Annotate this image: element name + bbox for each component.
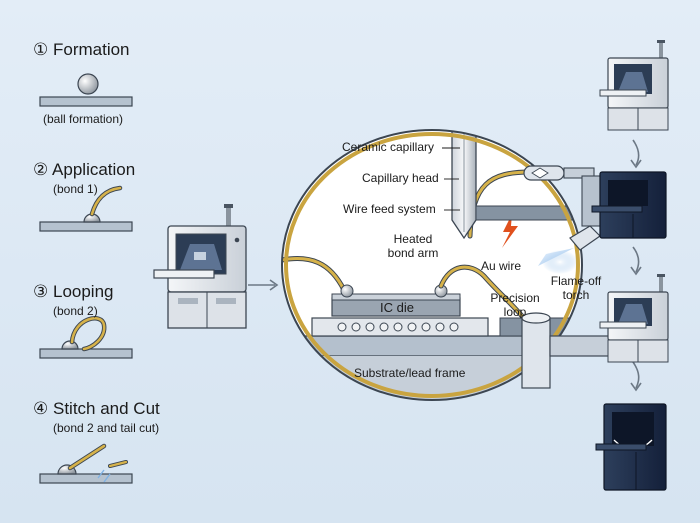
step4-title-text: Stitch and Cut: [52, 399, 160, 418]
callout-precision-loop-line2: loop: [503, 305, 527, 319]
flame-off-torch: [538, 225, 601, 274]
flow-arrows: [248, 139, 642, 392]
callout-capillary-head: Capillary head: [362, 171, 439, 185]
step4-title: ④ Stitch and Cut: [33, 399, 160, 419]
callout-flame-off-torch-line2: torch: [562, 288, 590, 302]
step3-number: ③: [33, 282, 49, 301]
callout-heated-bond-arm-line2: bond arm: [387, 246, 439, 260]
machine-state-1: [599, 40, 669, 131]
step1-number: ①: [33, 40, 49, 59]
callout-ceramic-capillary: Ceramic capillary: [342, 140, 435, 154]
callout-precision-loop-line1: Precision: [490, 291, 540, 305]
callout-flame-off-torch: Flame-off torch: [546, 274, 606, 302]
callout-flame-off-torch-line1: Flame-off: [550, 274, 602, 288]
label-ic-die: IC die: [380, 300, 414, 315]
step2-number: ②: [33, 160, 49, 179]
callout-au-wire: Au wire: [481, 259, 522, 273]
step2-illustration: [39, 185, 133, 232]
step4-illustration: [39, 443, 133, 484]
step2-title-text: Application: [52, 160, 136, 179]
step1-title: ① Formation: [33, 40, 130, 60]
bonder-machine-main: [153, 204, 247, 329]
step3-subtitle: (bond 2): [53, 304, 98, 318]
step4-subtitle: (bond 2 and tail cut): [53, 421, 160, 435]
step3-title: ③ Looping: [33, 282, 114, 302]
step1-subtitle: (ball formation): [43, 112, 124, 126]
step4-number: ④: [33, 399, 49, 418]
machine-state-4: [595, 403, 667, 491]
step3-illustration: [39, 316, 133, 359]
callout-precision-loop: Precision loop: [485, 291, 545, 319]
step2-title: ② Application: [33, 160, 135, 180]
callout-wire-feed-system: Wire feed system: [343, 202, 436, 216]
step3-title-text: Looping: [52, 282, 114, 301]
step1-title-text: Formation: [52, 40, 130, 59]
step2-subtitle: (bond 1): [53, 182, 98, 196]
callout-heated-bond-arm-line1: Heated: [393, 232, 433, 246]
machine-state-3: [599, 274, 669, 363]
callout-heated-bond-arm: Heated bond arm: [378, 232, 448, 260]
step1-illustration: [39, 73, 133, 107]
label-substrate: Substrate/lead frame: [354, 366, 466, 380]
machine-state-2: [591, 171, 667, 239]
